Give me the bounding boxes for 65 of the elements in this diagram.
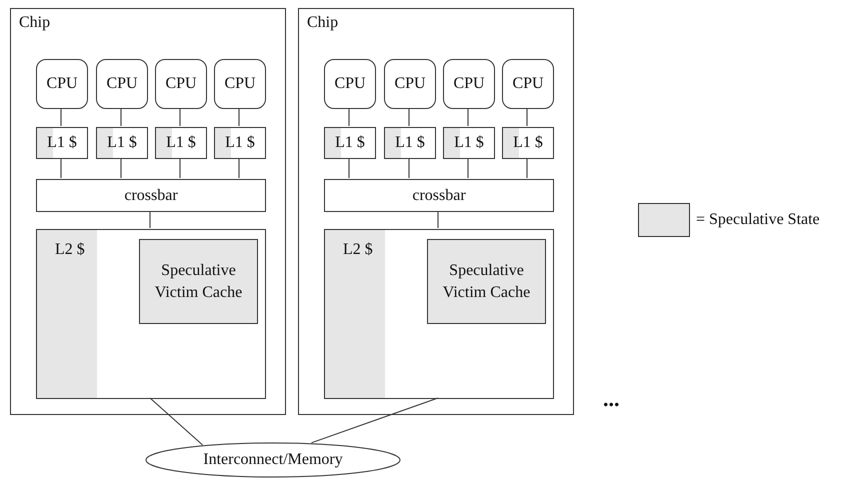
node-label: L1 $ [47,135,77,151]
l2-cache-box [324,229,554,399]
cpu-box [384,59,436,109]
node-label: L1 $ [225,135,255,151]
connector-line [60,158,62,178]
node-label: Speculative Victim Cache [154,260,244,302]
node-label: CPU [394,76,426,92]
connector-line [408,158,410,178]
node-label: CPU [46,76,78,92]
node-label: L1 $ [454,135,484,151]
cpu-box [502,59,554,109]
node-label: CPU [224,76,256,92]
l1-cache-box [96,127,148,159]
connector-line [120,158,122,178]
node-label: L1 $ [335,135,365,151]
l1-cache-box [324,127,376,159]
cpu-box [214,59,266,109]
l1-cache-box [443,127,495,159]
connector-line [60,108,62,126]
node-label: crossbar [412,188,466,204]
cpu-box [443,59,495,109]
cpu-box [155,59,207,109]
cpu-box [96,59,148,109]
chip-box [10,8,286,415]
connector-line [120,108,122,126]
interconnect-ellipse [145,442,401,478]
connector-line [238,108,240,126]
chip-box [298,8,574,415]
connector-line [150,398,204,446]
node-label: Speculative Victim Cache [442,260,532,302]
l1-cache-box [384,127,436,159]
node-label: Chip [307,15,338,31]
crossbar-box [36,179,266,212]
node-label: L2 $ [55,242,85,258]
l1-cache-box [214,127,266,159]
node-label: Chip [19,15,50,31]
connector-line [238,158,240,178]
connector-line [408,108,410,126]
victim-cache-box [139,239,258,324]
node-label: CPU [512,76,544,92]
l2-cache-box [36,229,266,399]
node-label: L1 $ [107,135,137,151]
node-label: CPU [453,76,485,92]
cpu-box [36,59,88,109]
l1-cache-box [36,127,88,159]
node-label: CPU [334,76,366,92]
node-label: L1 $ [166,135,196,151]
legend-text: = Speculative State [696,210,820,230]
cpu-box [324,59,376,109]
connector-line [348,158,350,178]
l1-cache-box [502,127,554,159]
node-label: CPU [165,76,197,92]
victim-cache-box [427,239,546,324]
node-label: L1 $ [395,135,425,151]
node-label: CPU [106,76,138,92]
node-label: L2 $ [343,242,373,258]
crossbar-box [324,179,554,212]
connector-line [526,158,528,178]
node-label: Interconnect/Memory [203,452,343,468]
connector-line [348,108,350,126]
node-label: L1 $ [513,135,543,151]
ellipsis-label: ... [603,388,620,410]
connector-line [526,108,528,126]
l1-cache-box [155,127,207,159]
node-label: crossbar [124,188,178,204]
